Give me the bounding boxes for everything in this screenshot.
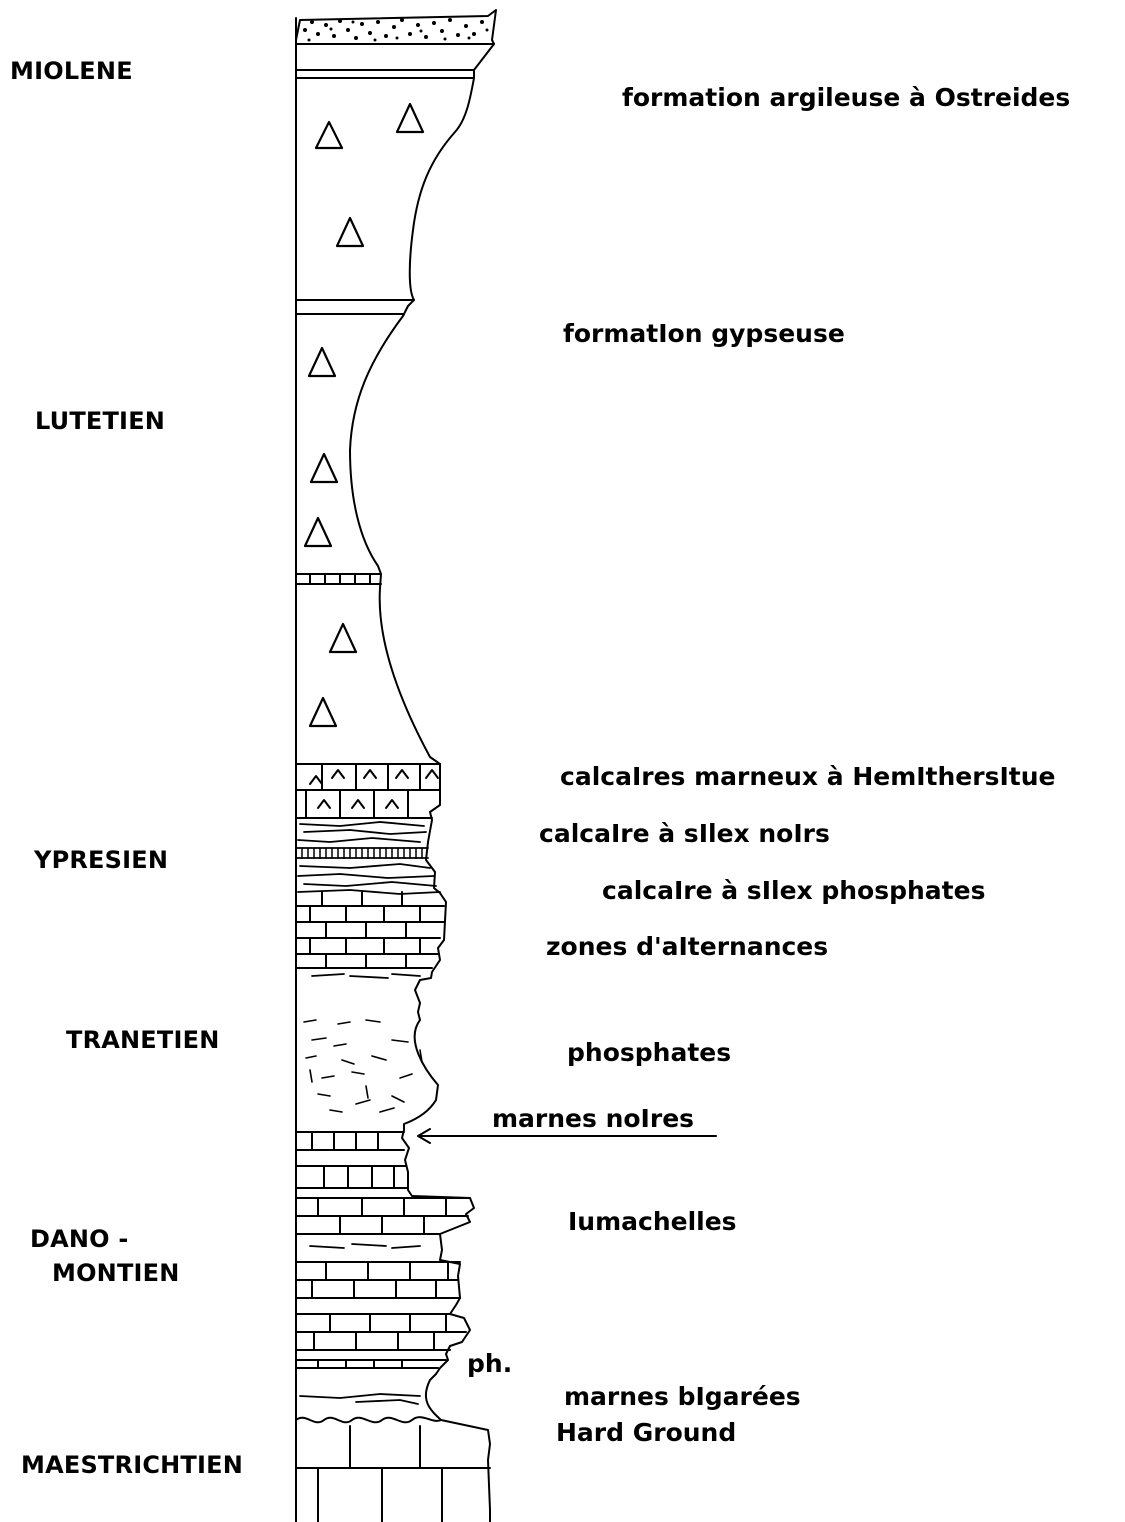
desc-argileuse-wrapper: formation argileuse à Ostreides	[622, 84, 1100, 113]
stage-label-maestrichtien: MAESTRICHTIEN	[21, 1452, 243, 1480]
hard-ground-surface	[296, 1417, 441, 1422]
conglomerate-cap	[296, 10, 496, 44]
desc-marnes-bigarees: marnes bIgarées	[564, 1383, 801, 1412]
column-right-edge	[350, 44, 494, 1522]
gypsum-symbols	[305, 104, 423, 726]
desc-argileuse: formation argileuse à Ostreides	[622, 84, 1070, 112]
desc-lumachelles: Iumachelles	[568, 1208, 737, 1237]
desc-alternances: zones d'aIternances	[546, 933, 828, 962]
desc-ph: ph.	[467, 1350, 512, 1379]
phosphate-marks	[304, 1020, 422, 1112]
stage-label-tranetien: TRANETIEN	[66, 1027, 220, 1055]
alternating-limestone-beds	[296, 892, 444, 978]
desc-hard-ground: Hard Ground	[556, 1419, 736, 1448]
stage-label-dano-line1: DANO -	[30, 1222, 180, 1256]
stage-label-lutetien: LUTETIEN	[35, 408, 165, 436]
stage-label-ypresien: YPRESIEN	[34, 847, 168, 875]
desc-phosphates: phosphates	[567, 1039, 731, 1068]
maastrichtian-blocks	[296, 1426, 490, 1522]
stage-label-dano-line2: MONTIEN	[30, 1256, 180, 1290]
thin-limestone-band	[310, 574, 370, 584]
desc-silex-phosphates: calcaIre à sIlex phosphates	[602, 877, 985, 906]
laminated-chert	[296, 822, 440, 894]
desc-gypseuse: formatIon gypseuse	[563, 320, 845, 349]
chert-limestone-blocks	[296, 764, 440, 818]
variegated-marl	[300, 1394, 420, 1404]
desc-silex-noirs: calcaIre à sIlex noIrs	[539, 820, 830, 849]
stage-label-dano-montien: DANO - MONTIEN	[30, 1222, 180, 1290]
desc-calcaires-marneux: calcaIres marneux à HemIthersItue	[560, 763, 1055, 792]
stage-label-miolene: MIOLENE	[10, 58, 133, 86]
desc-marnes-noires: marnes noIres	[492, 1105, 694, 1134]
limestone-marl-beds	[296, 1132, 470, 1368]
